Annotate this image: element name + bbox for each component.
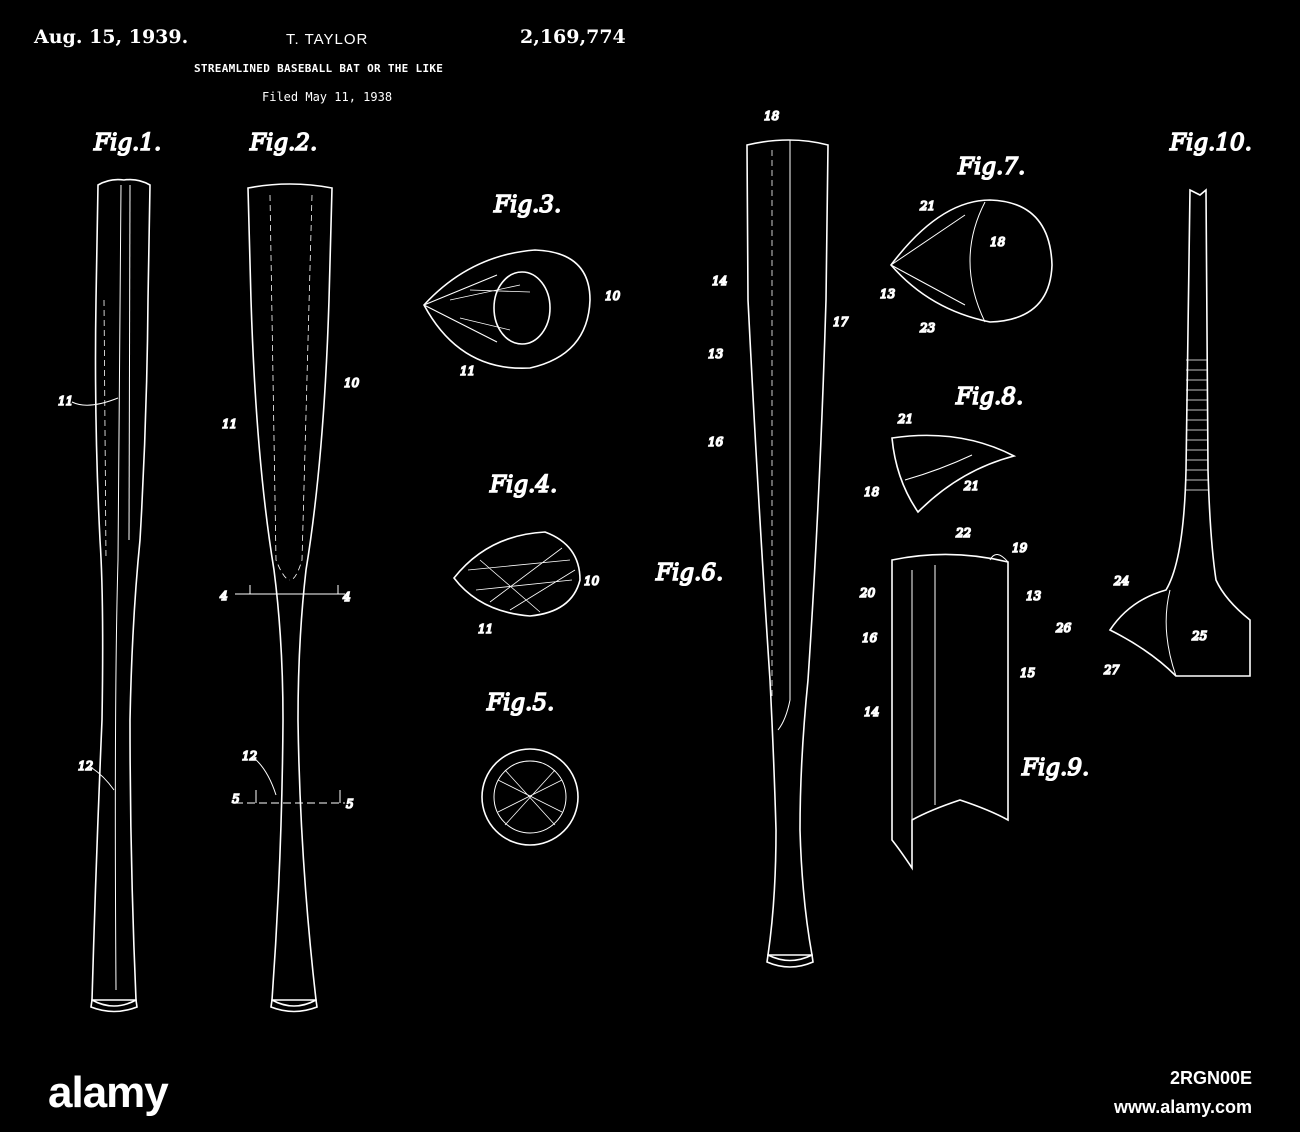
watermark-site: www.alamy.com [1114, 1097, 1252, 1118]
ref-4-right: 4 [342, 590, 351, 604]
ref-21-fig7: 21 [919, 199, 935, 213]
fig3-cross-section [424, 250, 590, 368]
fig9-label: Fig.9. [1021, 755, 1089, 781]
ref-11-fig2: 11 [222, 417, 237, 431]
ref-27-fig10: 27 [1103, 663, 1120, 677]
ref-20-fig9: 20 [859, 586, 876, 600]
ref-15-fig9: 15 [1020, 666, 1035, 680]
ref-17-fig6: 17 [833, 315, 849, 329]
ref-14-fig6: 14 [712, 274, 727, 288]
ref-22-fig9: 22 [955, 526, 971, 540]
ref-11-fig3: 11 [460, 364, 475, 378]
fig10-bat-detail [1110, 190, 1250, 676]
ref-18-fig7: 18 [990, 235, 1006, 249]
ref-25-fig10: 25 [1191, 629, 1207, 643]
ref-5-left: 5 [232, 792, 240, 806]
ref-12-fig1: 12 [78, 759, 93, 773]
ref-10-fig3: 10 [605, 289, 621, 303]
ref-11-fig4: 11 [478, 622, 493, 636]
fig9-shell-detail [892, 554, 1008, 868]
fig1-label: Fig.1. [93, 130, 161, 156]
fig4-label: Fig.4. [489, 472, 557, 498]
ref-21-fig8-right: 21 [963, 479, 979, 493]
ref-5-right: 5 [346, 797, 354, 811]
watermark-image-id: 2RGN00E [1170, 1068, 1252, 1089]
fig7-cross-section [891, 200, 1052, 322]
ref-21-fig8-top: 21 [897, 412, 913, 426]
ref-10-fig2: 10 [344, 376, 360, 390]
fig5-cross-section [482, 749, 578, 845]
ref-23-fig7: 23 [919, 321, 936, 335]
ref-19-fig9: 19 [1012, 541, 1028, 555]
ref-18-fig8: 18 [864, 485, 880, 499]
ref-18-fig6: 18 [764, 109, 780, 123]
fig6-label: Fig.6. [655, 560, 723, 586]
fig3-label: Fig.3. [493, 192, 561, 218]
ref-24-fig10: 24 [1113, 574, 1129, 588]
ref-26-fig10: 26 [1055, 621, 1072, 635]
fig10-label: Fig.10. [1169, 130, 1252, 156]
fig6-bat-drawing [747, 140, 828, 967]
ref-11-fig1: 11 [58, 394, 73, 408]
fig1-bat-drawing [91, 180, 150, 1012]
fig2-label: Fig.2. [249, 130, 317, 156]
ref-14-fig9: 14 [864, 705, 879, 719]
ref-16-fig9: 16 [862, 631, 878, 645]
ref-12-fig2: 12 [242, 749, 257, 763]
fig8-detail [892, 435, 1014, 512]
fig8-label: Fig.8. [955, 384, 1023, 410]
fig2-bat-drawing [235, 184, 345, 1012]
ref-4-left: 4 [219, 589, 228, 603]
ref-13-fig9: 13 [1026, 589, 1042, 603]
ref-10-fig4: 10 [584, 574, 600, 588]
watermark-brand: alamy [48, 1068, 168, 1118]
ref-13-fig6: 13 [708, 347, 724, 361]
ref-16-fig6: 16 [708, 435, 724, 449]
ref-13-fig7: 13 [880, 287, 896, 301]
fig5-label: Fig.5. [486, 690, 554, 716]
fig4-cross-section [454, 532, 580, 616]
fig7-label: Fig.7. [957, 154, 1025, 180]
